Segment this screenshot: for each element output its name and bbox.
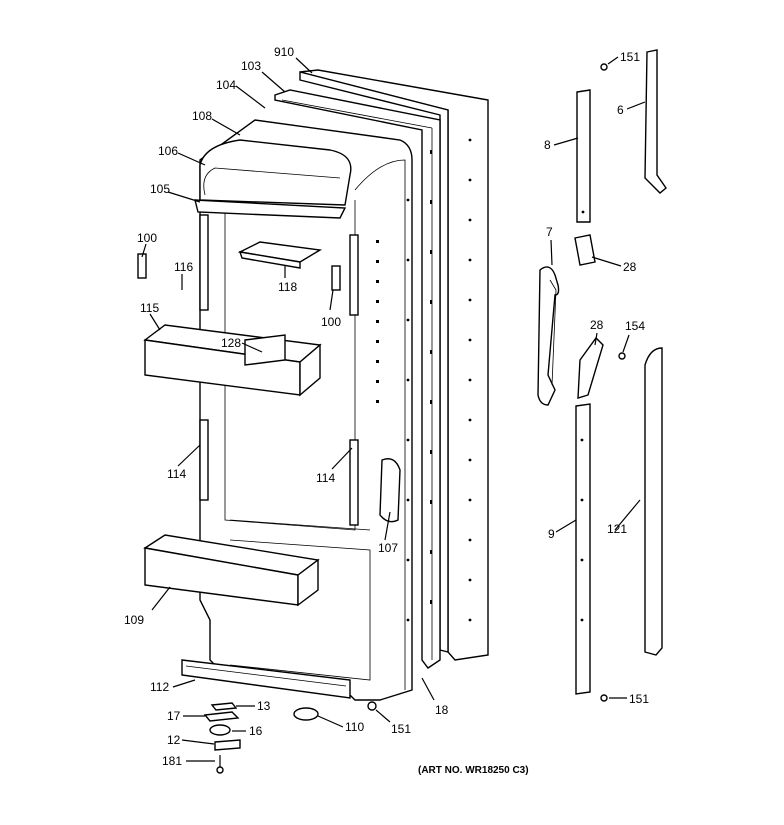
shelf-rail-right — [349, 234, 359, 526]
label-114-left: 114 — [167, 467, 186, 481]
label-108: 108 — [192, 109, 212, 123]
label-116: 116 — [174, 260, 193, 274]
part-labels: 910 103 104 108 106 105 100 116 118 100 … — [124, 45, 649, 776]
label-12: 12 — [167, 733, 181, 747]
handle-trim-121 — [644, 347, 663, 656]
label-121: 121 — [607, 522, 627, 536]
label-28-lower: 28 — [590, 318, 604, 332]
label-112: 112 — [150, 680, 169, 694]
dairy-compartment-door — [194, 139, 352, 219]
label-28-upper: 28 — [623, 260, 637, 274]
label-106: 106 — [158, 144, 178, 158]
label-107: 107 — [378, 541, 398, 555]
label-8: 8 — [544, 138, 551, 152]
handle-bracket-28-lower — [577, 336, 604, 399]
label-128: 128 — [221, 336, 241, 350]
door-shelf-upper — [143, 324, 322, 397]
art-number: (ART NO. WR18250 C3) — [418, 765, 529, 776]
label-13: 13 — [257, 699, 271, 713]
label-100-left: 100 — [137, 231, 157, 245]
screws — [600, 63, 626, 702]
label-109: 109 — [124, 613, 144, 627]
label-110: 110 — [345, 720, 364, 734]
door-gasket — [274, 89, 441, 669]
handle-bracket-28-upper — [574, 234, 596, 266]
trim-strip — [379, 458, 401, 523]
label-104: 104 — [216, 78, 236, 92]
label-115: 115 — [140, 301, 159, 315]
label-9: 9 — [548, 527, 555, 541]
label-181: 181 — [162, 754, 182, 768]
label-7: 7 — [546, 225, 553, 239]
label-17: 17 — [167, 709, 181, 723]
shelf-rail-left — [199, 214, 209, 501]
label-105: 105 — [150, 182, 170, 196]
handle-bar-9 — [575, 403, 591, 695]
label-103: 103 — [241, 59, 261, 73]
label-151-bottom-center: 151 — [391, 722, 411, 736]
leader-lines — [141, 56, 646, 762]
shelf-clip-right — [331, 265, 341, 291]
hinge-hardware — [203, 701, 377, 774]
label-6: 6 — [617, 103, 624, 117]
label-910: 910 — [274, 45, 294, 59]
label-118: 118 — [278, 280, 297, 294]
label-154: 154 — [625, 319, 645, 333]
handle-trim-6 — [644, 49, 667, 194]
small-tray — [237, 241, 323, 269]
label-18: 18 — [435, 703, 449, 717]
handle-7 — [537, 266, 560, 406]
handle-cap-8 — [576, 89, 591, 223]
label-151-bottom-right: 151 — [629, 692, 649, 706]
label-100-right: 100 — [321, 315, 341, 329]
shelf-clip-left — [137, 253, 147, 279]
door-shelf-lower — [143, 534, 320, 607]
bottom-trim — [181, 659, 351, 699]
label-114-right: 114 — [316, 471, 335, 485]
label-16: 16 — [249, 724, 263, 738]
label-151-top: 151 — [620, 50, 640, 64]
